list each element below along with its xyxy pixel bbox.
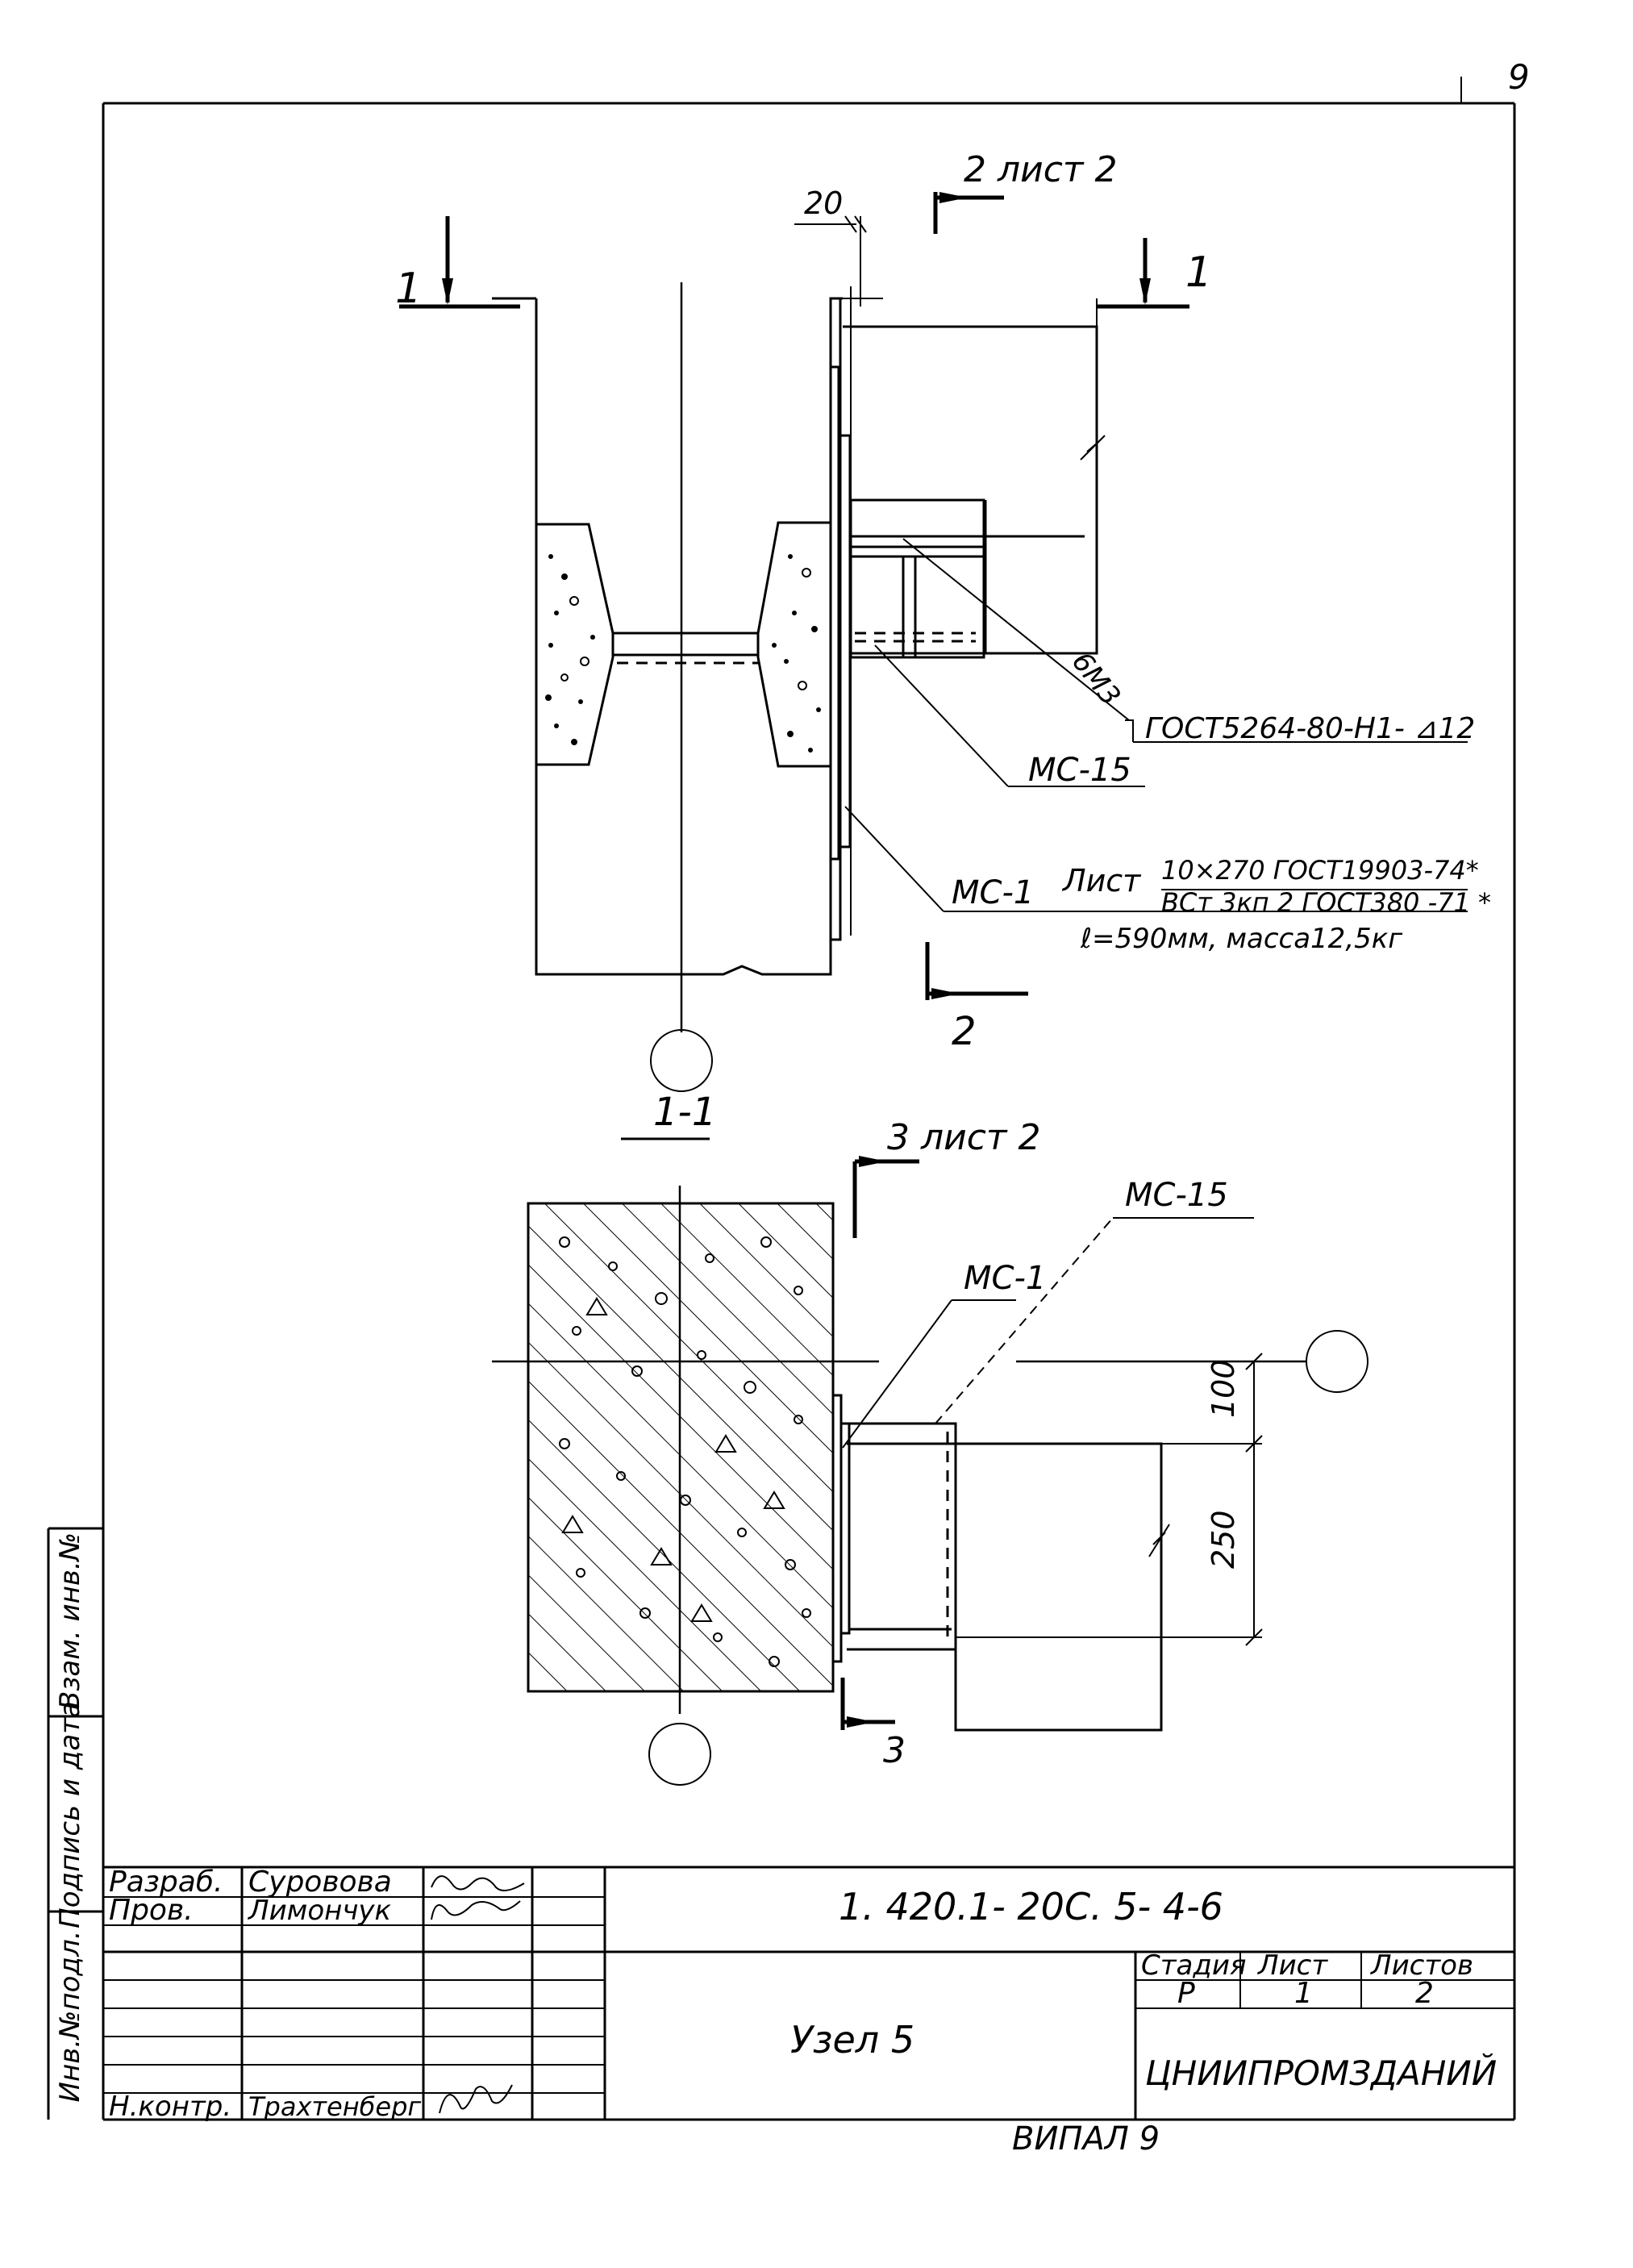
- signature-norm-control: [439, 2084, 513, 2114]
- plate-mc15-plan: [839, 434, 852, 848]
- role-developer: Разраб.: [109, 1866, 223, 1899]
- section-ref-2-top: 2 лист 2: [933, 149, 1118, 234]
- plan-view: 1 1 2 лист 2 2 20: [395, 149, 1491, 1092]
- dimension-100-250: 100 250: [956, 1353, 1263, 1646]
- section-ref-3-bottom: 3: [840, 1678, 906, 1771]
- beam-section: [847, 1422, 1170, 1732]
- svg-text:250: 250: [1206, 1510, 1241, 1569]
- stamp-field-inventory: Инв.№подл.: [54, 1931, 86, 2103]
- concrete-dots-right: [772, 554, 821, 753]
- right-element-outline: [843, 325, 1098, 655]
- section-ref-2-bottom: 2: [925, 942, 1028, 1054]
- page-number: 9: [1508, 57, 1530, 97]
- concrete-aggregate: [559, 1236, 811, 1667]
- name-norm-control: Трахтенберг: [248, 2091, 421, 2122]
- svg-text:ВСт 3кп 2 ГОСТ380 -71 *: ВСт 3кп 2 ГОСТ380 -71 *: [1161, 887, 1491, 918]
- title-block: Разраб. Суровова Пров. Лимончук Н.контр.…: [103, 1866, 1514, 2123]
- svg-text:3 лист 2: 3 лист 2: [887, 1117, 1041, 1158]
- name-checker: Лимончук: [247, 1895, 392, 1927]
- svg-text:2: 2: [952, 1009, 977, 1054]
- sheets-header: Листов: [1369, 1949, 1473, 1982]
- role-checker: Пров.: [109, 1894, 194, 1927]
- name-developer: Суровова: [248, 1866, 392, 1899]
- stamp-field-replace: Взам. инв.№: [54, 1532, 86, 1710]
- drawing-frame: [102, 102, 1516, 2121]
- sheet-value: 1: [1294, 1977, 1313, 2010]
- signature-developer: [431, 1875, 525, 1891]
- svg-text:ℓ=590мм, масса12,5кг: ℓ=590мм, масса12,5кг: [1080, 923, 1403, 955]
- svg-text:3: 3: [883, 1730, 906, 1771]
- svg-text:1: 1: [1185, 248, 1212, 297]
- document-code: 1. 420.1- 20С. 5- 4-6: [839, 1885, 1223, 1928]
- axis-bubble-right: [1306, 1330, 1368, 1393]
- dimension-20: 20: [794, 186, 867, 306]
- svg-text:МС-15: МС-15: [1028, 752, 1131, 789]
- svg-text:МС-1: МС-1: [952, 874, 1034, 911]
- svg-text:ГОСТ5264-80-Н1- ⊿12: ГОСТ5264-80-Н1- ⊿12: [1145, 712, 1475, 745]
- role-norm-control: Н.контр.: [109, 2091, 231, 2123]
- leader-mc15-plan: МС-15: [874, 644, 1145, 789]
- section-title: 1-1: [653, 1090, 716, 1135]
- signature-checker: [431, 1900, 521, 1920]
- svg-text:6М3: 6М3: [1065, 646, 1127, 712]
- bottom-fragment: ВИПАЛ 9: [1012, 2120, 1160, 2158]
- stage-header: Стадия: [1141, 1949, 1246, 1982]
- leader-weld: 6М3 ГОСТ5264-80-Н1- ⊿12: [902, 538, 1475, 745]
- section-view: 1-1: [492, 1090, 1368, 1786]
- svg-text:2 лист 2: 2 лист 2: [964, 149, 1118, 190]
- leader-mc1-section: МС-1: [842, 1260, 1046, 1449]
- svg-text:МС-1: МС-1: [964, 1260, 1046, 1297]
- plate-mc1-section: [839, 1422, 851, 1635]
- cut-marker-right: 1: [1097, 238, 1212, 309]
- i-beam-section: [535, 521, 832, 768]
- svg-text:Лист: Лист: [1061, 863, 1142, 898]
- drawing-title: Узел 5: [790, 2018, 914, 2062]
- sheets-value: 2: [1415, 1977, 1434, 2010]
- leader-mc1-plan: МС-1 Лист 10×270 ГОСТ19903-74* ВСт 3кп 2…: [844, 806, 1491, 955]
- side-stamp: Взам. инв.№ Подпись и дата Инв.№подл.: [47, 1527, 103, 2120]
- beam-member: [849, 498, 1085, 659]
- column-outline: [535, 297, 843, 976]
- svg-text:1: 1: [395, 265, 422, 313]
- svg-text:20: 20: [804, 186, 843, 221]
- axis-bubble-plan: [650, 1029, 713, 1092]
- organization: ЦНИИПРОМЗДАНИЙ: [1145, 2053, 1497, 2093]
- stamp-field-signature: Подпись и дата: [54, 1701, 86, 1928]
- embedded-part-plan: [829, 365, 840, 861]
- svg-text:100: 100: [1206, 1359, 1241, 1418]
- section-ref-3-top: 3 лист 2: [852, 1117, 1041, 1238]
- stage-value: Р: [1177, 1977, 1195, 2010]
- cut-marker-left: 1: [395, 216, 520, 313]
- svg-text:10×270 ГОСТ19903-74*: 10×270 ГОСТ19903-74*: [1161, 855, 1479, 886]
- sheet-header: Лист: [1256, 1949, 1328, 1982]
- svg-text:МС-15: МС-15: [1125, 1177, 1228, 1214]
- concrete-dots-left: [545, 554, 595, 745]
- axis-bubble-bottom: [648, 1723, 711, 1786]
- leader-mc15-section: МС-15: [935, 1177, 1254, 1424]
